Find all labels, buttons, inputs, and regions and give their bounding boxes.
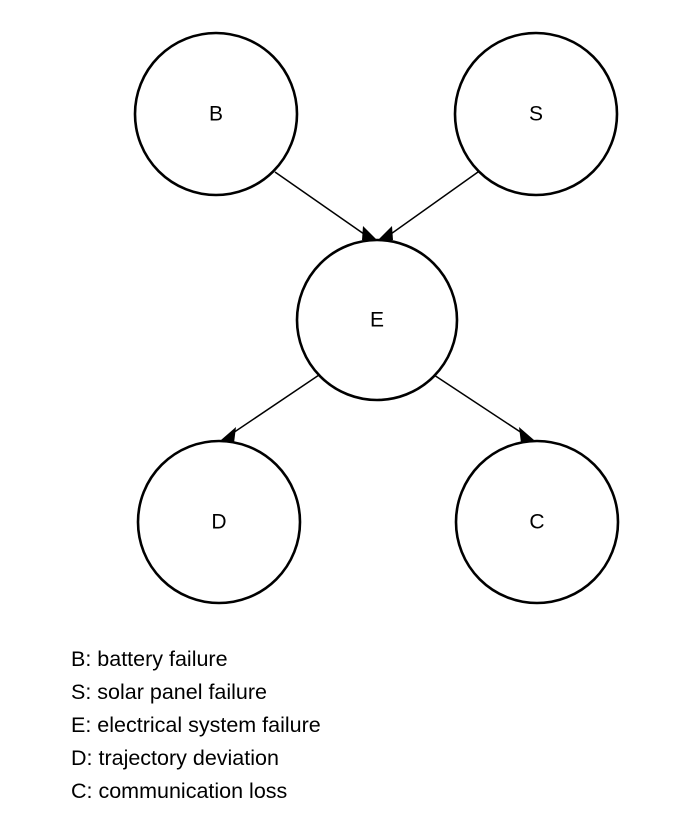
node-d-label: D <box>211 511 226 534</box>
node-c[interactable]: C <box>454 439 620 605</box>
edge-e-to-c <box>433 374 534 443</box>
edge-b-to-e <box>274 171 377 242</box>
node-s[interactable]: S <box>453 31 619 197</box>
edge-s-to-e-line <box>380 171 479 242</box>
node-b[interactable]: B <box>133 31 299 197</box>
legend-item-d: D: trajectory deviation <box>71 746 279 770</box>
legend-item-c: C: communication loss <box>71 779 288 803</box>
legend-item-b: B: battery failure <box>71 647 228 671</box>
arrowhead-s-to-e <box>378 226 393 240</box>
node-group: B S E D C <box>133 31 620 605</box>
node-b-label: B <box>209 103 223 126</box>
node-d[interactable]: D <box>136 439 302 605</box>
arrowhead-e-to-c <box>519 427 534 443</box>
edge-b-to-e-line <box>274 171 375 242</box>
legend: B: battery failure S: solar panel failur… <box>71 643 631 808</box>
node-e-circle[interactable] <box>295 238 459 402</box>
node-d-circle[interactable] <box>136 439 302 605</box>
edge-e-to-c-line <box>433 374 529 438</box>
edge-e-to-d <box>221 374 320 443</box>
arrowhead-e-to-d <box>221 427 236 443</box>
node-e-label: E <box>370 309 384 332</box>
node-c-label: C <box>529 511 544 534</box>
edge-group <box>221 171 534 443</box>
arrowhead-b-to-e <box>362 226 377 240</box>
node-c-circle[interactable] <box>454 439 620 605</box>
legend-item-s: S: solar panel failure <box>71 680 267 704</box>
edge-s-to-e <box>378 171 479 242</box>
node-e[interactable]: E <box>295 238 459 402</box>
node-b-circle[interactable] <box>133 31 299 197</box>
node-s-circle[interactable] <box>453 31 619 197</box>
legend-item-e: E: electrical system failure <box>71 713 321 737</box>
node-s-label: S <box>529 103 543 126</box>
edge-e-to-d-line <box>226 374 320 438</box>
